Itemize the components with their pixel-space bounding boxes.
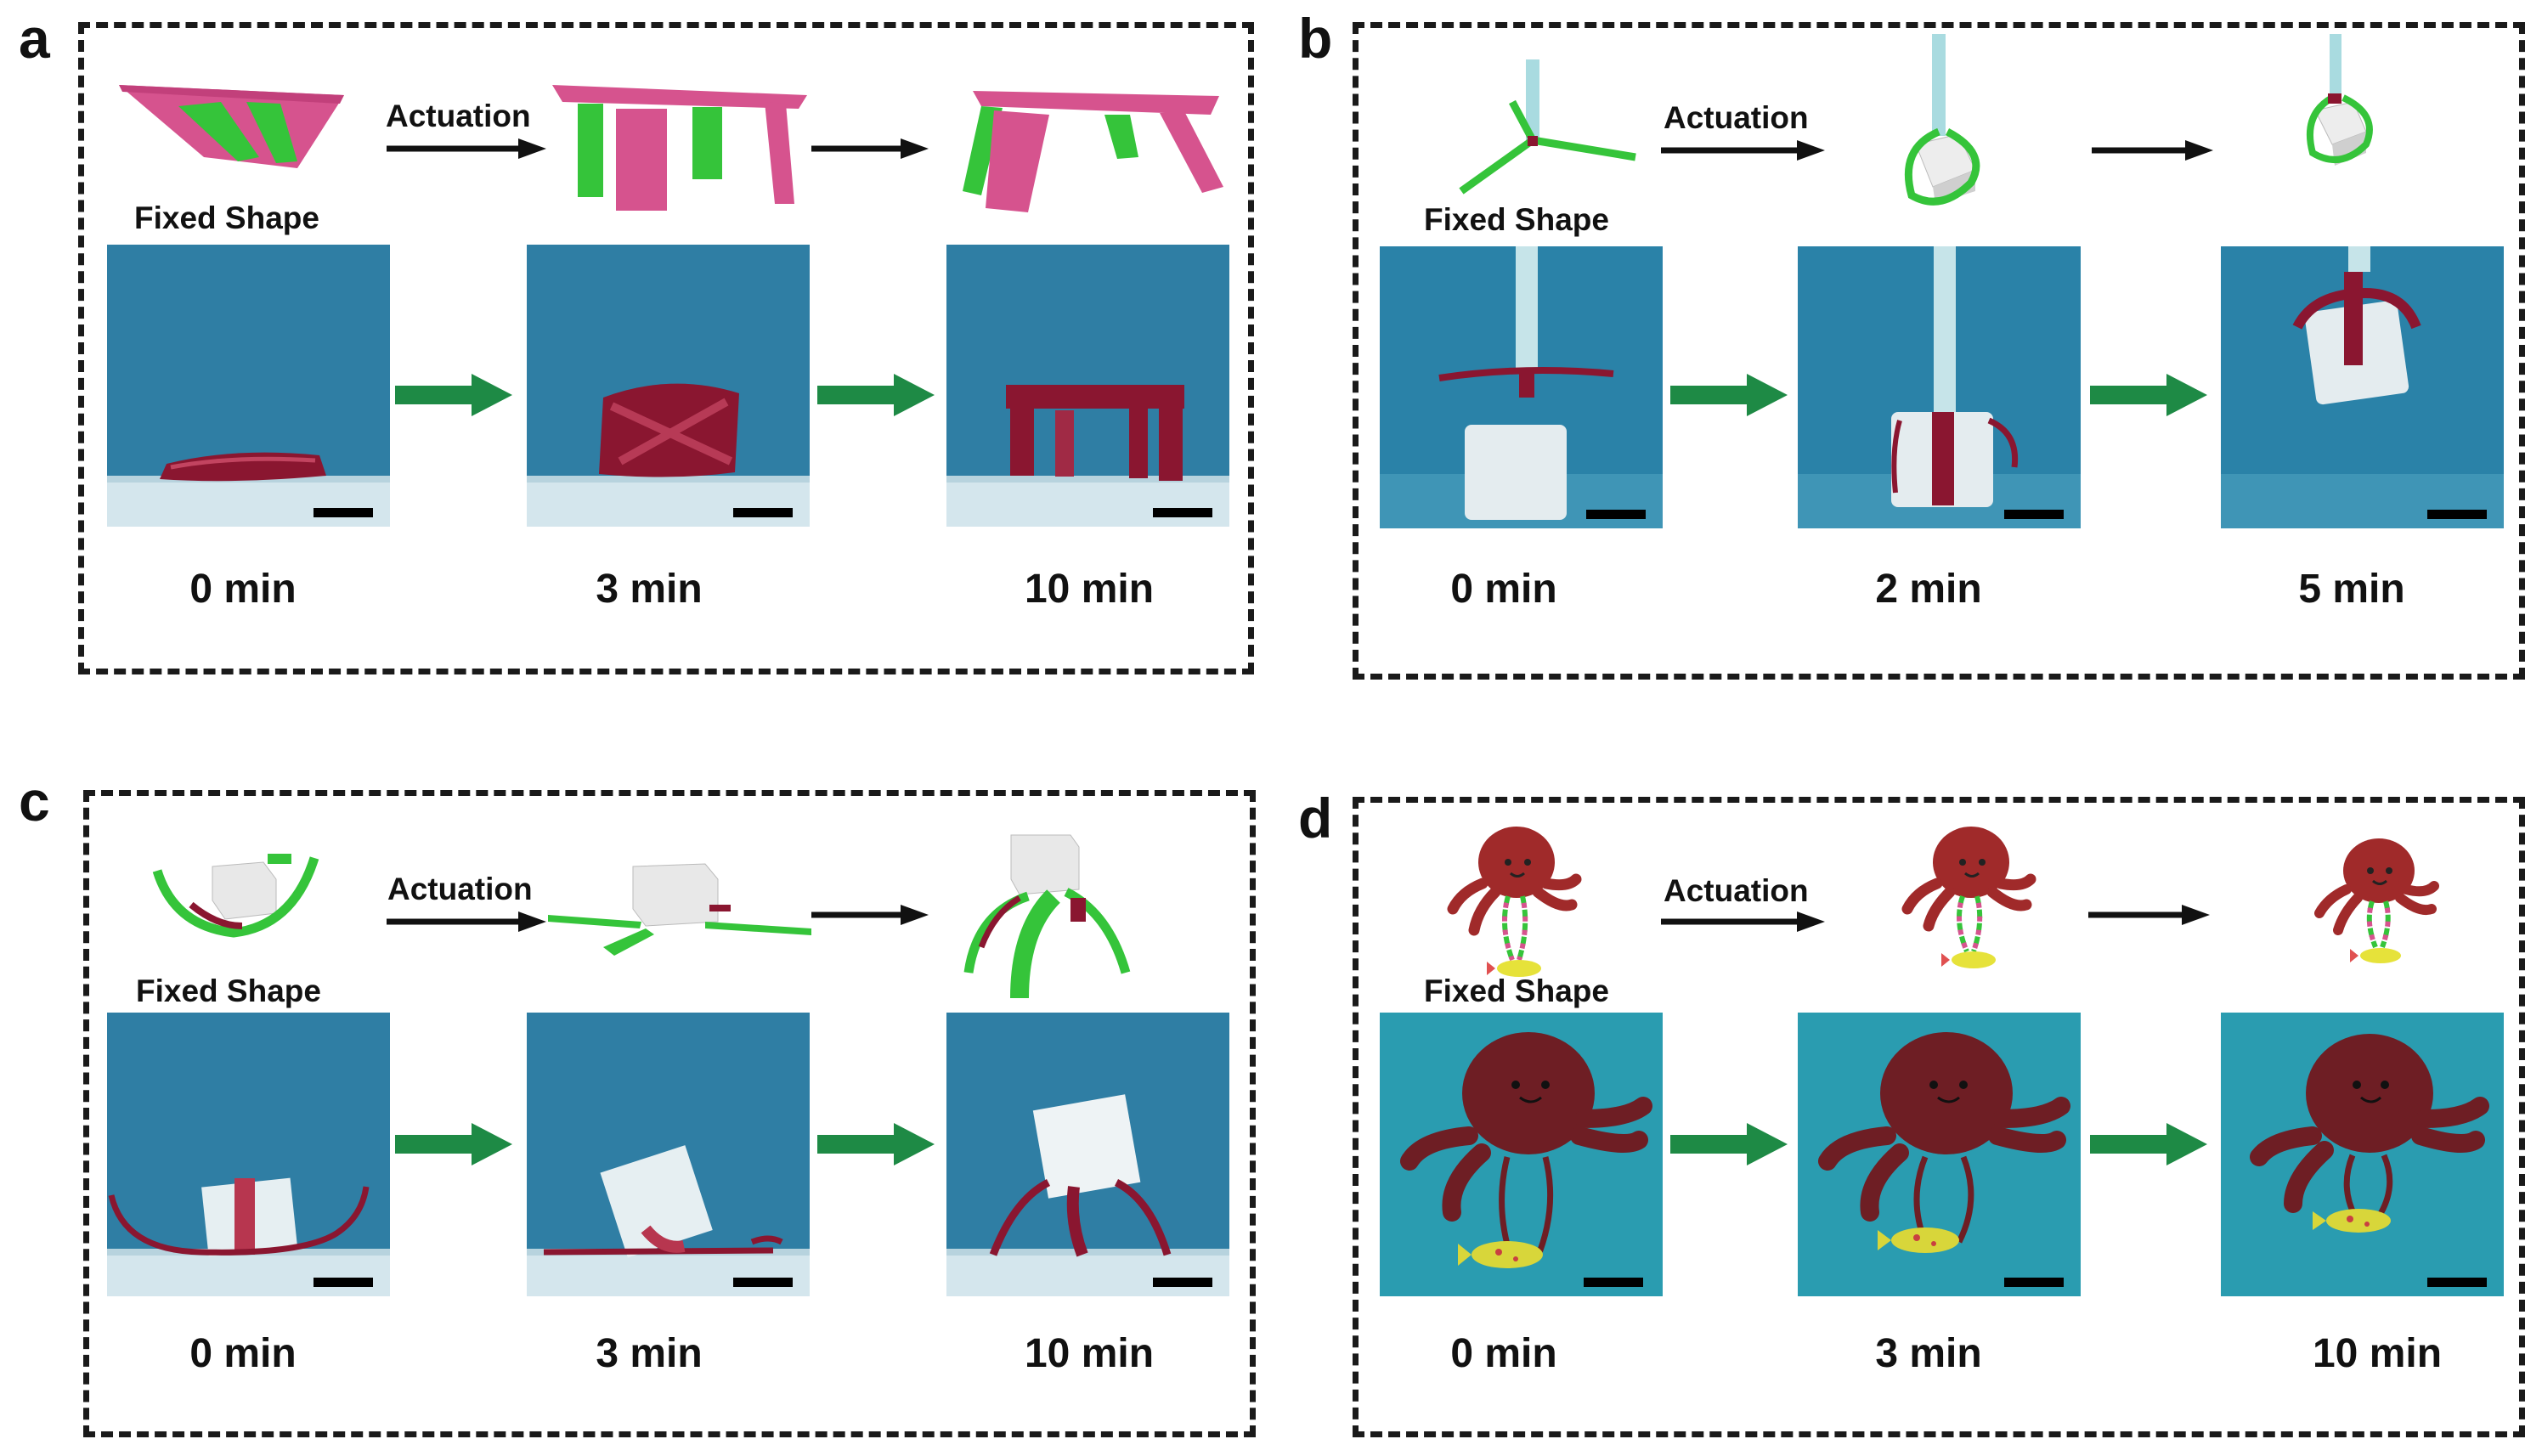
process-arrow-icon (817, 374, 936, 416)
scale-bar (314, 508, 373, 517)
time-label: 0 min (1450, 567, 1557, 612)
scale-bar (2004, 1278, 2064, 1287)
panel-label: d (1298, 787, 1333, 849)
photo-0-min (1380, 246, 1663, 528)
panel-frame (78, 22, 1254, 674)
process-arrow-icon (2090, 1123, 2209, 1165)
panel-frame (1353, 797, 2525, 1437)
photo-2-min (1798, 246, 2081, 528)
octopus-fish-icon (1444, 815, 1582, 985)
panel-label: b (1298, 7, 1333, 70)
gripper-grasp-icon (1895, 34, 1988, 212)
photo-5-min (2221, 246, 2504, 528)
time-label: 0 min (189, 1331, 297, 1376)
actuation-label: Actuation (1664, 873, 1809, 908)
scale-bar (1584, 1278, 1643, 1287)
time-label: 0 min (189, 567, 297, 612)
octopus-fish-icon (1899, 815, 2036, 985)
process-arrow-icon (817, 1123, 936, 1165)
process-arrow-icon (395, 1123, 514, 1165)
flat-strips-icon (548, 854, 820, 964)
photo-0-min (107, 1013, 390, 1296)
process-arrow-icon (395, 374, 514, 416)
scale-bar (1586, 510, 1646, 519)
photo-0-min (107, 245, 390, 527)
time-label: 2 min (1875, 567, 1982, 612)
gripper-lift-icon (2294, 34, 2379, 178)
fixed-shape-label: Fixed Shape (1424, 973, 1609, 1008)
scale-bar (733, 508, 793, 517)
time-label: 5 min (2298, 567, 2405, 612)
photo-10-min (2221, 1013, 2504, 1296)
photo-10-min (946, 1013, 1229, 1296)
actuation-label: Actuation (386, 99, 531, 133)
actuation-arrow-icon (1661, 138, 1827, 163)
cradle-icon (149, 841, 319, 943)
photo-0-min (1380, 1013, 1663, 1296)
table-mid-icon (552, 76, 816, 212)
actuation-label: Actuation (1664, 100, 1809, 135)
panel-label: a (19, 7, 50, 70)
table-fixed-icon (110, 68, 365, 178)
fixed-shape-label: Fixed Shape (136, 973, 321, 1008)
panel-frame (1353, 22, 2525, 680)
photo-3-min (1798, 1013, 2081, 1296)
actuation-arrow-icon (1661, 909, 1827, 934)
scale-bar (1153, 1278, 1212, 1287)
panel-label: c (19, 770, 50, 832)
step-arrow-icon (2092, 138, 2215, 163)
actuation-label: Actuation (387, 872, 533, 906)
step-arrow-icon (811, 136, 930, 161)
fixed-shape-label: Fixed Shape (134, 200, 319, 235)
process-arrow-icon (1670, 1123, 1789, 1165)
time-label: 10 min (1024, 567, 1155, 612)
photo-3-min (527, 245, 810, 527)
scale-bar (2004, 510, 2064, 519)
time-label: 0 min (1450, 1331, 1557, 1376)
photo-10-min (946, 245, 1229, 527)
octopus-fish-icon (2311, 828, 2439, 981)
process-arrow-icon (2090, 374, 2209, 416)
time-label: 3 min (596, 567, 703, 612)
scale-bar (1153, 508, 1212, 517)
actuation-arrow-icon (387, 136, 548, 161)
time-label: 10 min (2312, 1331, 2443, 1376)
step-arrow-icon (2088, 902, 2212, 928)
time-label: 10 min (1024, 1331, 1155, 1376)
fixed-shape-label: Fixed Shape (1424, 202, 1609, 237)
process-arrow-icon (1670, 374, 1789, 416)
walker-icon (960, 828, 1131, 999)
gripper-open-icon (1444, 59, 1640, 204)
photo-3-min (527, 1013, 810, 1296)
time-label: 3 min (596, 1331, 703, 1376)
table-final-icon (956, 81, 1228, 217)
panel-frame (83, 790, 1256, 1437)
scale-bar (733, 1278, 793, 1287)
actuation-arrow-icon (387, 909, 548, 934)
scale-bar (314, 1278, 373, 1287)
scale-bar (2427, 1278, 2487, 1287)
time-label: 3 min (1875, 1331, 1982, 1376)
step-arrow-icon (811, 902, 930, 928)
scale-bar (2427, 510, 2487, 519)
